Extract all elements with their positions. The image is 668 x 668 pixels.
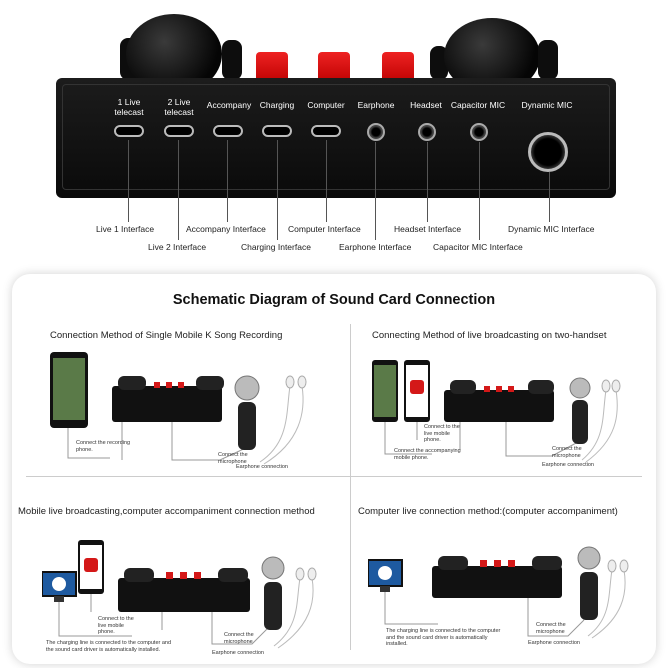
grid-divider-vertical	[350, 324, 351, 650]
computer-port	[311, 125, 341, 137]
grid-divider-horizontal	[26, 476, 642, 477]
knob-side	[538, 40, 558, 80]
cell-title-two-handset: Connecting Method of live broadcasting o…	[372, 330, 607, 341]
leader-line	[549, 172, 550, 222]
live2-port	[164, 125, 194, 137]
earphone-interface-label: Earphone Interface	[339, 242, 412, 252]
leader-line	[375, 142, 376, 240]
live1-interface-label: Live 1 Interface	[96, 224, 155, 234]
note-charging-line-computer: The charging line is connected to the co…	[386, 628, 501, 647]
live1-port	[114, 125, 144, 137]
cell-title-mobile-computer: Mobile live broadcasting,computer accomp…	[18, 506, 315, 517]
capacitor-interface-label: Capacitor MIC Interface	[433, 242, 523, 252]
headset-jack	[418, 123, 436, 141]
accompany-interface-label: Accompany Interface	[186, 224, 266, 234]
computer-interface-label: Computer Interface	[288, 224, 361, 234]
diagram-single-mobile: Connect the recording phone. Connect the…	[50, 352, 340, 470]
note-earphone-connection: Earphone connection	[528, 640, 580, 646]
live2-interface-label: Live 2 Interface	[148, 242, 207, 252]
note-connect-live-phone: Connect to the live mobile phone.	[424, 424, 460, 443]
connection-diagram-panel: Schematic Diagram of Sound Card Connecti…	[12, 274, 656, 664]
diagram-two-handset: Connect to the live mobile phone. Connec…	[372, 360, 642, 470]
port-label-charging: Charging	[259, 100, 295, 110]
note-connect-live-phone: Connect to the live mobile phone.	[98, 616, 134, 635]
leader-line	[326, 140, 327, 222]
port-label-capacitor: Capacitor MIC	[450, 100, 506, 110]
note-connect-recording-phone: Connect the recording phone.	[76, 440, 131, 453]
port-label-earphone: Earphone	[357, 100, 395, 110]
cell-title-computer-live: Computer live connection method:(compute…	[358, 506, 618, 517]
note-connect-microphone: Connect the microphone	[224, 632, 254, 645]
dynamic-xlr-port	[528, 132, 568, 172]
device-body	[56, 78, 616, 198]
port-label-accompany: Accompany	[206, 100, 252, 110]
diagram-computer-live: The charging line is connected to the co…	[367, 536, 646, 648]
capacitor-jack	[470, 123, 488, 141]
knob-side	[430, 46, 448, 80]
note-earphone-connection: Earphone connection	[212, 650, 264, 656]
leader-line	[479, 142, 480, 240]
port-label-dynamic: Dynamic MIC	[521, 100, 573, 110]
note-connect-microphone: Connect the microphone	[218, 452, 248, 465]
headset-interface-label: Headset Interface	[394, 224, 462, 234]
leader-line	[178, 140, 179, 240]
leader-line	[427, 142, 428, 222]
note-connect-accompanying-phone: Connect the accompanying mobile phone.	[394, 448, 461, 461]
note-connect-microphone: Connect the microphone	[552, 446, 582, 459]
dynamic-interface-label: Dynamic MIC Interface	[508, 224, 595, 234]
device-face	[62, 84, 610, 190]
port-label-headset: Headset	[410, 100, 442, 110]
accompany-port	[213, 125, 243, 137]
earphone-jack	[367, 123, 385, 141]
note-earphone-connection: Earphone connection	[542, 462, 594, 468]
panel-title: Schematic Diagram of Sound Card Connecti…	[172, 292, 496, 308]
leader-line	[227, 140, 228, 222]
diagram-computer-live-art	[367, 546, 629, 639]
charging-interface-label: Charging Interface	[241, 242, 311, 252]
knob-side	[222, 40, 242, 80]
leader-line	[128, 140, 129, 222]
diagram-two-handset-art	[372, 360, 621, 463]
note-charging-line-computer: The charging line is connected to the co…	[46, 640, 172, 653]
charging-port	[262, 125, 292, 137]
diagram-single-mobile-art	[50, 352, 307, 465]
leader-line	[277, 140, 278, 240]
note-connect-microphone: Connect the microphone	[536, 622, 566, 635]
note-earphone-connection: Earphone connection	[236, 464, 288, 470]
diagram-mobile-computer: Connect to the live mobile phone. The ch…	[41, 536, 342, 656]
cell-title-single-mobile: Connection Method of Single Mobile K Son…	[50, 330, 283, 341]
port-label-computer: Computer	[307, 100, 345, 110]
diagram-mobile-computer-art	[41, 540, 317, 649]
